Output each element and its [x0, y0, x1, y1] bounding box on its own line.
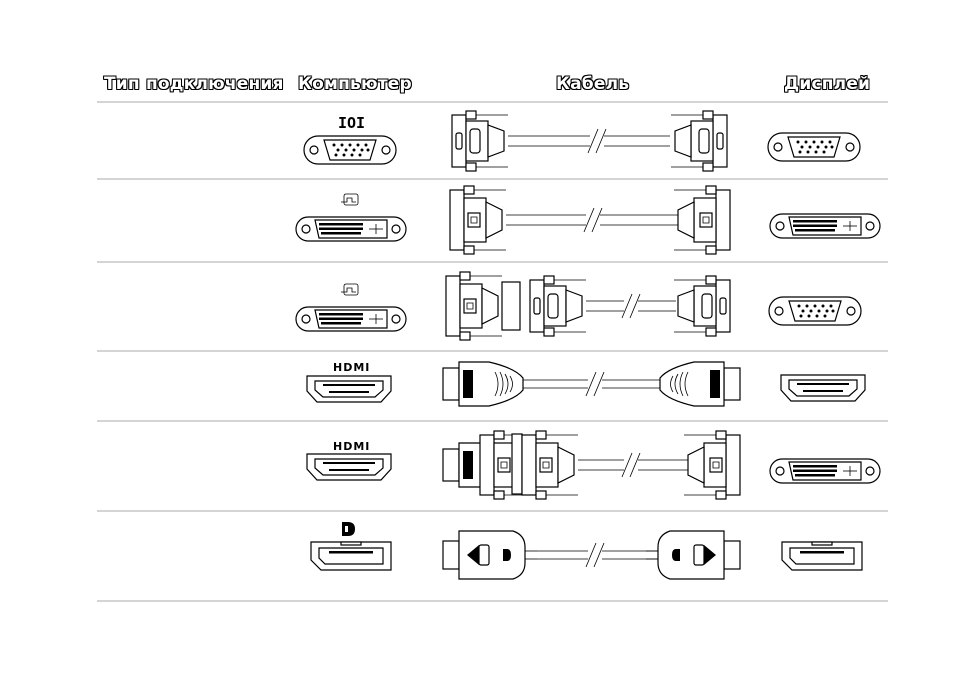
display-displayport-port-icon	[782, 542, 862, 570]
row-dvi-vga	[296, 272, 861, 340]
display-dvi-port-icon	[770, 459, 880, 483]
computer-displayport-port-icon	[311, 542, 391, 570]
display-vga-port-icon	[768, 133, 860, 161]
row-dp-dp	[311, 522, 862, 579]
display-vga-port-icon	[769, 297, 861, 325]
row-vga-vga: IOI	[304, 111, 860, 171]
displayport-to-displayport-cable-icon	[443, 531, 740, 579]
dvi-logo-icon	[341, 194, 358, 205]
computer-dvi-port-icon	[296, 307, 406, 331]
hdmi-logo-icon: HDMI	[333, 361, 370, 374]
vga-logo-icon: IOI	[338, 114, 365, 132]
dvi-to-dvi-cable-icon	[450, 186, 730, 254]
dvi-logo-icon	[341, 284, 358, 295]
hdmi-to-dvi-adapter-cable-icon	[443, 431, 740, 499]
dvi-to-vga-adapter-cable-icon	[446, 272, 730, 340]
vga-to-vga-cable-icon	[452, 111, 727, 171]
display-hdmi-port-icon	[781, 375, 865, 401]
hdmi-to-hdmi-cable-icon	[443, 362, 740, 406]
row-hdmi-dvi: HDMI	[307, 431, 880, 499]
computer-dvi-port-icon	[296, 217, 406, 241]
computer-hdmi-port-icon	[307, 376, 391, 402]
computer-vga-port-icon	[304, 136, 396, 164]
displayport-logo-icon	[342, 522, 355, 536]
hdmi-logo-icon: HDMI	[333, 440, 370, 453]
row-dvi-dvi	[296, 186, 880, 254]
row-hdmi-hdmi: HDMI	[307, 361, 865, 406]
row-dividers	[97, 102, 888, 601]
computer-hdmi-port-icon	[307, 454, 391, 480]
display-dvi-port-icon	[770, 214, 880, 238]
